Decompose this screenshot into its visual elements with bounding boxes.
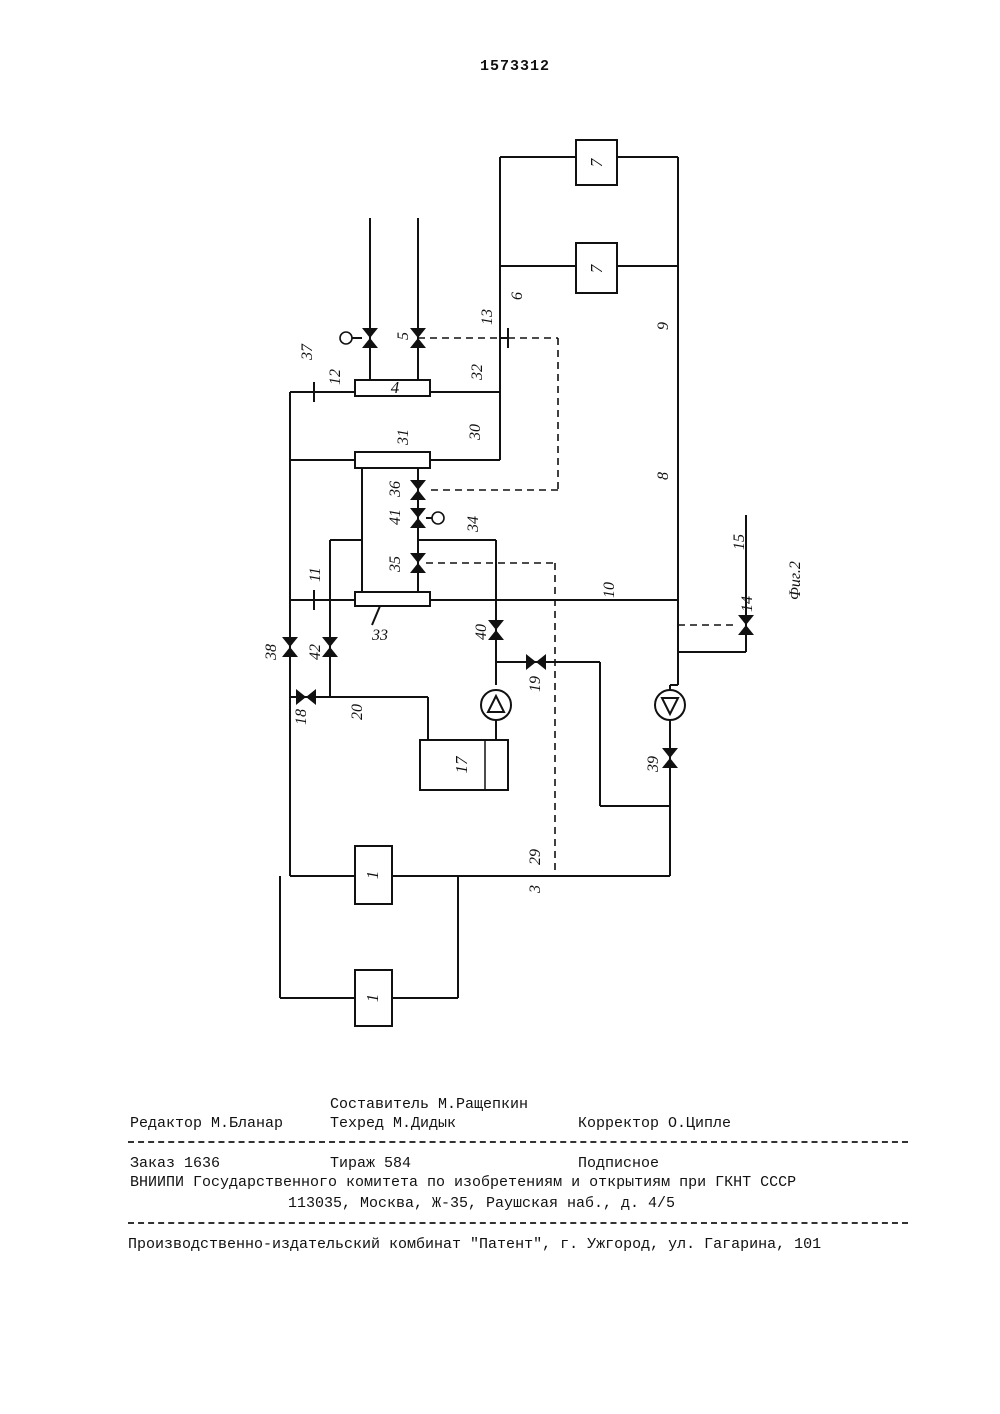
unit-top-label: 1: [363, 871, 382, 880]
ref-label: 19: [527, 676, 544, 692]
address-line: 113035, Москва, Ж-35, Раушская наб., д. …: [288, 1195, 675, 1213]
ref-label: 36: [387, 481, 404, 498]
ref-label: 42: [307, 644, 324, 660]
tank-17: 17: [420, 740, 508, 790]
ref-label: 31: [395, 429, 412, 446]
unit-loop: [280, 876, 670, 998]
reference-labels: 37 12 32 5 13 6 9 31 30 36 41 34 35 11 8…: [263, 292, 804, 894]
ref-label: 38: [263, 644, 280, 661]
heater-loop: [500, 157, 678, 685]
ref-label: 3: [527, 885, 544, 894]
corrector-line: Корректор О.Ципле: [578, 1115, 731, 1133]
ref-label: 8: [655, 472, 672, 480]
subscription-line: Подписное: [578, 1155, 659, 1173]
ref-label: 37: [299, 343, 316, 361]
ref-label: 41: [387, 509, 404, 525]
ref-label: 30: [467, 424, 484, 441]
order-line: Заказ 1636: [130, 1155, 220, 1173]
ref-label: 15: [731, 534, 748, 550]
unit-top-block: 1: [355, 846, 392, 904]
ref-label: 32: [469, 364, 486, 381]
outlet-pipes: [340, 218, 426, 385]
compiler-line: Составитель М.Ращепкин: [330, 1096, 528, 1114]
unit-bottom-label: 1: [363, 994, 382, 1003]
schematic-diagram: 7 7 4: [0, 0, 1000, 1080]
heater-top-block: 7: [576, 140, 617, 185]
figure-caption: Фиг.2: [787, 561, 804, 600]
ref-label: 18: [293, 709, 310, 725]
ref-label: 14: [739, 596, 756, 612]
tank-label: 17: [452, 755, 471, 774]
publisher-line: Производственно-издательский комбинат "П…: [128, 1236, 821, 1254]
exchanger-31: [290, 452, 500, 468]
ref-label: 5: [395, 332, 412, 340]
ref-label: 40: [473, 624, 490, 640]
editor-line: Редактор М.Бланар: [130, 1115, 283, 1133]
ref-label: 39: [645, 756, 662, 773]
ref-label: 13: [479, 309, 496, 325]
divider: [128, 1141, 908, 1143]
print-run-line: Тираж 584: [330, 1155, 411, 1173]
ref-label: 9: [655, 322, 672, 330]
ref-label: 6: [509, 292, 526, 300]
ref-label: 29: [527, 849, 544, 865]
heater-mid-block: 7: [576, 243, 617, 293]
exchanger-4-label: 4: [391, 378, 400, 397]
ref-label: 20: [349, 704, 366, 720]
ref-label: 34: [465, 516, 482, 533]
unit-bottom-block: 1: [355, 970, 392, 1026]
ref-label: 12: [327, 369, 344, 385]
exchanger-33-label: 33: [371, 627, 388, 644]
ref-label: 11: [307, 567, 324, 582]
divider: [128, 1222, 908, 1224]
ref-label: 10: [601, 582, 618, 598]
institution-line: ВНИИПИ Государственного комитета по изоб…: [130, 1174, 796, 1192]
ref-label: 35: [387, 556, 404, 573]
techred-line: Техред М.Дидык: [330, 1115, 456, 1133]
